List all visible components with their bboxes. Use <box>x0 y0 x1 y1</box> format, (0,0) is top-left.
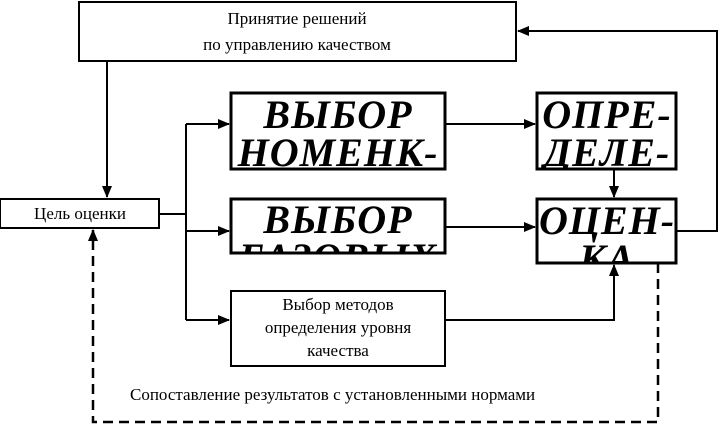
feedback-loop <box>88 229 660 424</box>
assessment-line1: ОЦЕН- <box>539 198 675 243</box>
nomenclature-line2: НОМЕНК- <box>237 130 439 175</box>
decisions-line1: Принятие решений <box>227 9 366 28</box>
methods-line1: Выбор методов <box>282 295 393 314</box>
base-box: ВЫБОР БАЗОВЫХ <box>229 197 447 280</box>
goal-box: Цель оценки <box>0 198 160 229</box>
nomenclature-box: ВЫБОР НОМЕНК- <box>229 91 447 175</box>
arrow-methods-to-assessment <box>445 264 619 321</box>
determination-line1: ОПРЕ- <box>542 92 671 137</box>
base-line1: ВЫБОР <box>262 197 412 242</box>
methods-line3: качества <box>307 341 369 360</box>
assessment-line2: КА <box>578 236 635 281</box>
determination-line2: ДЕЛЕ- <box>540 130 670 175</box>
nomenclature-line1: ВЫБОР <box>262 92 412 137</box>
methods-box: Выбор методов определения уровня качеств… <box>230 290 446 367</box>
arrow-assessment-to-decisions <box>517 26 718 232</box>
feedback-label: Сопоставление результатов с установленны… <box>130 385 535 404</box>
determination-box: ОПРЕ- ДЕЛЕ- <box>535 91 678 175</box>
assessment-box: ОЦЕН- КА <box>535 197 678 281</box>
base-line2: БАЗОВЫХ <box>238 235 438 280</box>
methods-line2: определения уровня <box>265 318 412 337</box>
decisions-box: Принятие решений по управлению качеством <box>78 1 517 62</box>
decisions-line2: по управлению качеством <box>203 35 391 54</box>
goal-label: Цель оценки <box>34 204 126 223</box>
